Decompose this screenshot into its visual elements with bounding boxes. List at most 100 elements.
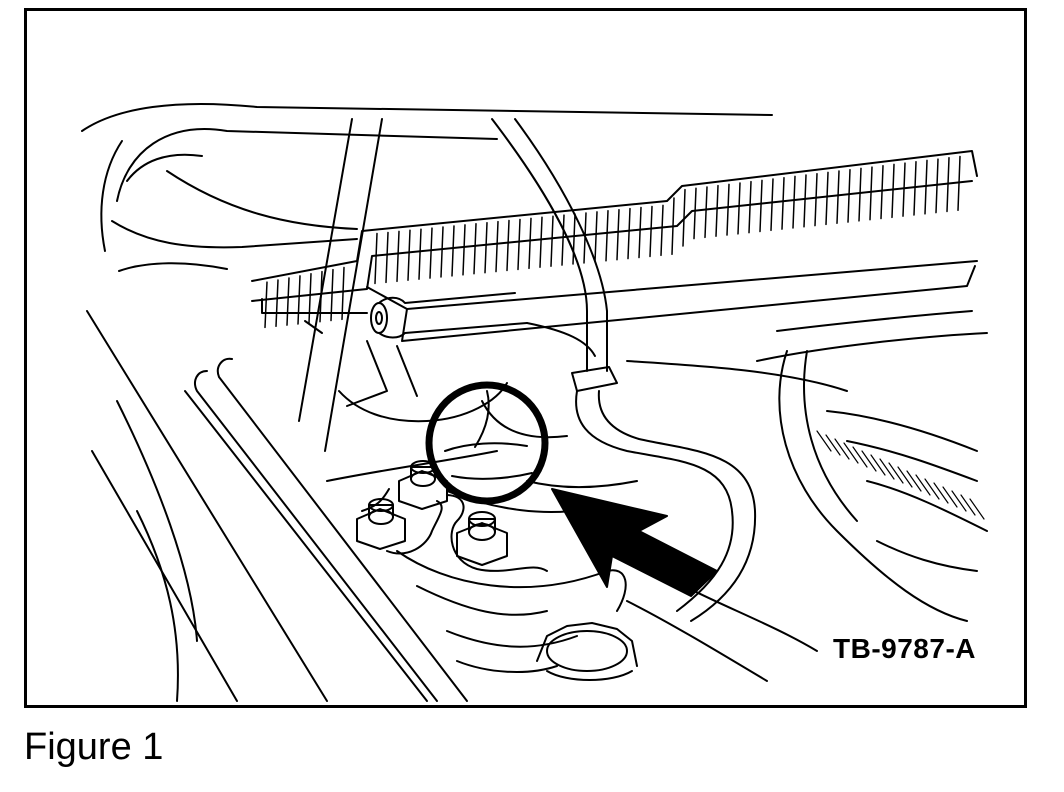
hatch-line — [942, 486, 958, 508]
harness-cable — [491, 118, 757, 622]
vacuum-hose — [370, 292, 596, 357]
fender-rail — [86, 310, 468, 702]
grille-slat — [693, 187, 697, 240]
grille-slat — [297, 275, 301, 325]
grille-slat — [704, 186, 708, 239]
hatch-line — [843, 442, 859, 464]
grille-slat — [825, 171, 829, 226]
grille-slat — [836, 170, 840, 224]
grille-slat — [946, 157, 950, 213]
grille-slat — [858, 167, 862, 222]
grille-slat — [495, 220, 499, 273]
grille-slat — [264, 281, 268, 329]
grille-slat — [528, 217, 532, 270]
pointer-arrow — [551, 488, 718, 597]
grille-slat — [814, 172, 818, 227]
inspection-circle — [425, 381, 549, 505]
hatch-line — [960, 494, 976, 516]
drawing-code-label: TB-9787-A — [833, 633, 976, 664]
grille-slat — [869, 166, 873, 221]
grille-slat — [594, 211, 598, 263]
hatch-line — [906, 470, 922, 492]
hatch-line — [897, 466, 913, 488]
hatch-line — [933, 482, 949, 504]
grille-slat — [935, 158, 939, 214]
hatch-line — [816, 430, 832, 452]
ground-strap — [446, 494, 548, 572]
hatch-line — [870, 454, 886, 476]
grille-slat — [275, 279, 279, 328]
cowl-outline — [81, 103, 773, 272]
grille-slat — [638, 206, 642, 259]
figure-caption: Figure 1 — [24, 726, 164, 768]
grille-slat — [715, 184, 719, 237]
grille-slat — [616, 208, 620, 261]
grille-slat — [539, 216, 543, 269]
grille-slat — [649, 205, 653, 258]
strut-tower — [326, 340, 638, 513]
hatch-line — [924, 478, 940, 500]
bracket-left — [386, 500, 443, 555]
grille-slat — [484, 221, 488, 274]
figure-frame: TB-9787-A — [24, 8, 1027, 708]
grille-slat — [550, 215, 554, 267]
grille-slat — [803, 174, 807, 228]
grille-slat — [341, 266, 345, 321]
engine-bay-illustration — [81, 103, 988, 702]
cowl-grille — [251, 150, 978, 342]
hatching — [816, 430, 985, 520]
hatch-line — [834, 438, 850, 460]
grille-slat — [891, 163, 895, 219]
grille-slat — [473, 223, 477, 275]
grille-slat — [440, 226, 444, 278]
grille-slat — [451, 225, 455, 277]
grille-slat — [506, 219, 510, 272]
grille-slat — [957, 155, 961, 212]
grille-slat — [748, 180, 752, 234]
grille-slat — [880, 164, 884, 220]
hatch-line — [861, 450, 877, 472]
grille-slat — [847, 168, 851, 223]
hatch-line — [915, 474, 931, 496]
grille-slat — [671, 197, 675, 256]
right-side-contours — [626, 310, 988, 622]
engine-bay-contours — [396, 550, 818, 682]
grille-slat — [902, 162, 906, 217]
grille-slat — [462, 224, 466, 276]
grille-slat — [418, 228, 422, 280]
grille-slat — [682, 188, 686, 247]
hatch-line — [888, 462, 904, 484]
hatch-line — [879, 458, 895, 480]
grille-slat — [572, 213, 576, 265]
bolt-right — [456, 511, 508, 566]
hood-prop-rod — [298, 118, 383, 452]
grille-slat — [517, 218, 521, 271]
grille-slat — [792, 175, 796, 229]
grille-slat — [561, 214, 565, 266]
grille-slat — [759, 179, 763, 233]
grille-slat — [407, 229, 411, 282]
grille-slat — [726, 183, 730, 236]
grille-slat — [429, 227, 433, 279]
grille-slat — [308, 273, 312, 324]
grille-slat — [660, 204, 664, 257]
grille-slat — [605, 210, 609, 262]
grille-slat — [924, 159, 928, 215]
grille-slat — [286, 277, 290, 326]
grille-slat — [385, 231, 389, 284]
grille-slat — [396, 230, 400, 283]
hatch-line — [852, 446, 868, 468]
bolt-left — [356, 498, 406, 550]
grille-slat — [627, 207, 631, 260]
grille-slats — [264, 155, 961, 329]
grille-slat — [770, 178, 774, 232]
grille-slat — [374, 232, 378, 285]
mounting-bolts — [356, 460, 548, 572]
oil-cap — [536, 622, 638, 681]
grille-slat — [913, 161, 917, 216]
grille-slat — [737, 182, 741, 235]
hatch-line — [951, 490, 967, 512]
grille-slat — [781, 176, 785, 230]
hatch-line — [969, 498, 985, 520]
grille-slat — [330, 268, 334, 322]
